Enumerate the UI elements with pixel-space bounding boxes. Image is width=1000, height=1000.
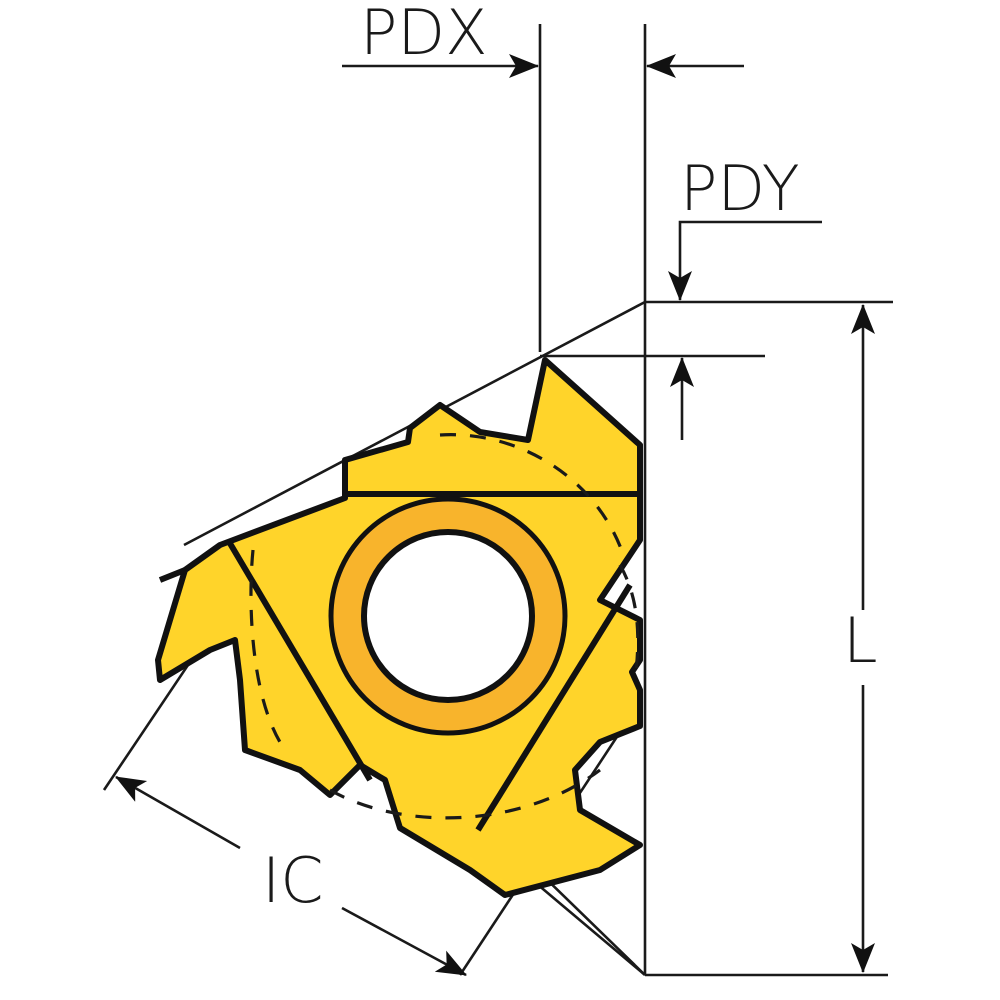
hidden-circle-arc-bottom xyxy=(329,768,601,820)
hidden-circle-arc-top xyxy=(439,433,627,561)
left-tooth-edge xyxy=(158,567,187,583)
center-hole xyxy=(361,529,535,703)
l-label: L xyxy=(843,604,878,677)
ic-arrow-right xyxy=(341,906,467,977)
clamp-hole xyxy=(328,496,568,736)
hidden-circle-arc-left xyxy=(249,549,287,751)
hidden-circle-arc-right xyxy=(618,564,640,681)
pdx-label: PDX xyxy=(360,0,488,69)
ic-arrow-left xyxy=(115,775,241,850)
pdy-label: PDY xyxy=(680,152,800,225)
ic-label: IC xyxy=(262,844,324,917)
right-flank-line xyxy=(475,583,633,832)
pdy-arrow-down xyxy=(668,220,822,301)
